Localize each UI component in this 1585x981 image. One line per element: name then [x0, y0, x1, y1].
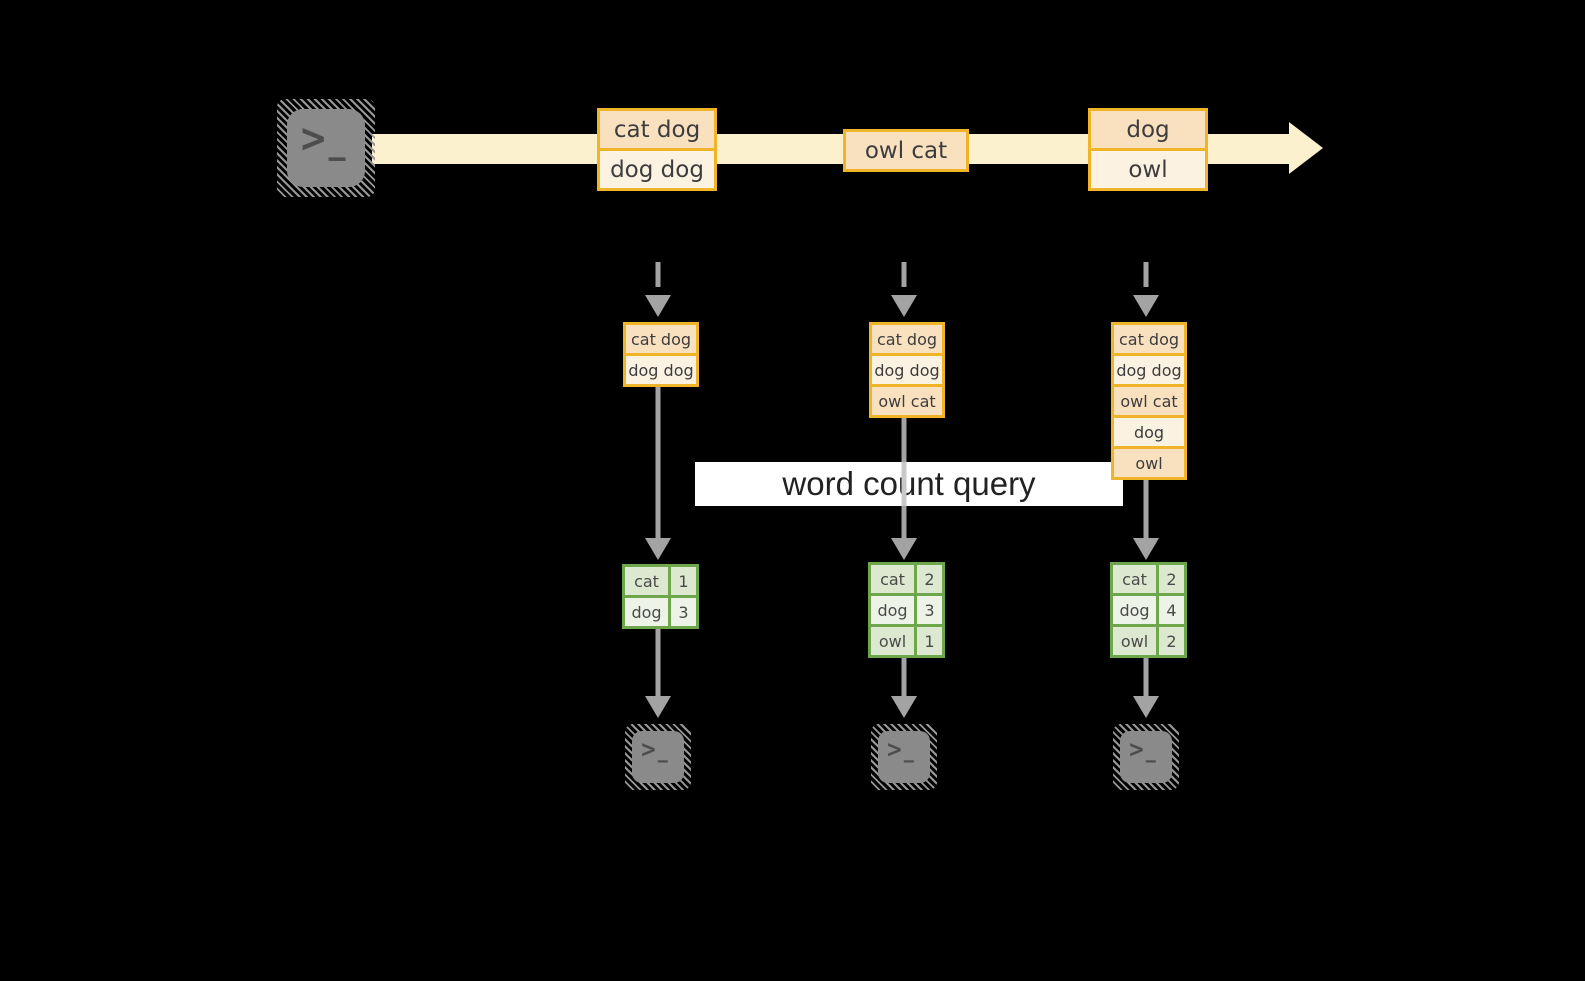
stream-arrowhead-icon — [1289, 122, 1323, 174]
input-line: cat dog — [872, 325, 942, 353]
terminal-icon: >_ — [1113, 724, 1179, 790]
terminal-screen: >_ — [878, 731, 930, 783]
input-stack-3: cat dog dog dog owl cat dog owl — [1111, 322, 1187, 480]
stream-message: owl — [1091, 148, 1205, 188]
input-line: owl — [1114, 446, 1184, 477]
stream-message: dog — [1091, 111, 1205, 148]
terminal-icon: >_ — [277, 99, 375, 197]
word-cell: dog — [871, 596, 914, 624]
arrow-head-icon — [891, 696, 917, 718]
table-row: cat 1 — [625, 567, 696, 595]
query-band: word count query — [695, 462, 1123, 506]
arrow-head-icon — [645, 696, 671, 718]
arrow-icon — [1143, 480, 1149, 538]
input-line: cat dog — [1114, 325, 1184, 353]
dashed-arrow-head-icon — [891, 295, 917, 317]
stream-message: owl cat — [846, 132, 966, 169]
input-line: cat dog — [626, 325, 696, 353]
word-cell: cat — [871, 565, 914, 593]
input-stack-1: cat dog dog dog — [623, 322, 699, 387]
arrow-head-icon — [1133, 538, 1159, 560]
stream-batch-2: owl cat — [843, 129, 969, 172]
table-row: cat 2 — [871, 565, 942, 593]
stream-batch-1: cat dog dog dog — [597, 108, 717, 191]
terminal-screen: >_ — [287, 109, 365, 187]
prompt-glyph: >_ — [640, 735, 669, 763]
word-cell: owl — [871, 627, 914, 655]
word-cell: cat — [625, 567, 668, 595]
dashed-arrow-icon — [901, 262, 907, 287]
stream-batch-3: dog owl — [1088, 108, 1208, 191]
arrow-head-icon — [1133, 696, 1159, 718]
count-cell: 1 — [668, 567, 696, 595]
word-cell: owl — [1113, 627, 1156, 655]
table-row: owl 1 — [871, 624, 942, 655]
dashed-arrow-icon — [1143, 262, 1149, 287]
stream-message: dog dog — [600, 148, 714, 188]
word-count-table-1: cat 1 dog 3 — [622, 564, 699, 629]
arrow-icon — [901, 658, 907, 696]
arrow-overlap-icon — [901, 462, 907, 506]
prompt-glyph: >_ — [886, 735, 915, 763]
count-cell: 2 — [914, 565, 942, 593]
dashed-arrow-icon — [655, 262, 661, 287]
arrow-icon — [1143, 658, 1149, 696]
terminal-screen: >_ — [632, 731, 684, 783]
terminal-screen: >_ — [1120, 731, 1172, 783]
word-cell: dog — [1113, 596, 1156, 624]
input-line: dog — [1114, 415, 1184, 446]
table-row: dog 3 — [871, 593, 942, 624]
table-row: cat 2 — [1113, 565, 1184, 593]
word-cell: cat — [1113, 565, 1156, 593]
query-label: word count query — [782, 465, 1036, 502]
word-count-table-2: cat 2 dog 3 owl 1 — [868, 562, 945, 658]
input-stack-2: cat dog dog dog owl cat — [869, 322, 945, 418]
input-line: dog dog — [626, 353, 696, 384]
dashed-arrow-head-icon — [645, 295, 671, 317]
table-row: owl 2 — [1113, 624, 1184, 655]
word-count-table-3: cat 2 dog 4 owl 2 — [1110, 562, 1187, 658]
word-cell: dog — [625, 598, 668, 626]
table-row: dog 4 — [1113, 593, 1184, 624]
terminal-icon: >_ — [625, 724, 691, 790]
arrow-head-icon — [645, 538, 671, 560]
count-cell: 2 — [1156, 627, 1184, 655]
input-line: dog dog — [872, 353, 942, 384]
count-cell: 2 — [1156, 565, 1184, 593]
dashed-arrow-head-icon — [1133, 295, 1159, 317]
table-row: dog 3 — [625, 595, 696, 626]
input-line: owl cat — [872, 384, 942, 415]
count-cell: 1 — [914, 627, 942, 655]
count-cell: 3 — [914, 596, 942, 624]
prompt-glyph: >_ — [299, 116, 347, 162]
arrow-head-icon — [891, 538, 917, 560]
input-line: dog dog — [1114, 353, 1184, 384]
terminal-icon: >_ — [871, 724, 937, 790]
arrow-icon — [655, 629, 661, 696]
prompt-glyph: >_ — [1128, 735, 1157, 763]
arrow-icon — [655, 387, 661, 538]
stream-message: cat dog — [600, 111, 714, 148]
input-line: owl cat — [1114, 384, 1184, 415]
count-cell: 3 — [668, 598, 696, 626]
count-cell: 4 — [1156, 596, 1184, 624]
